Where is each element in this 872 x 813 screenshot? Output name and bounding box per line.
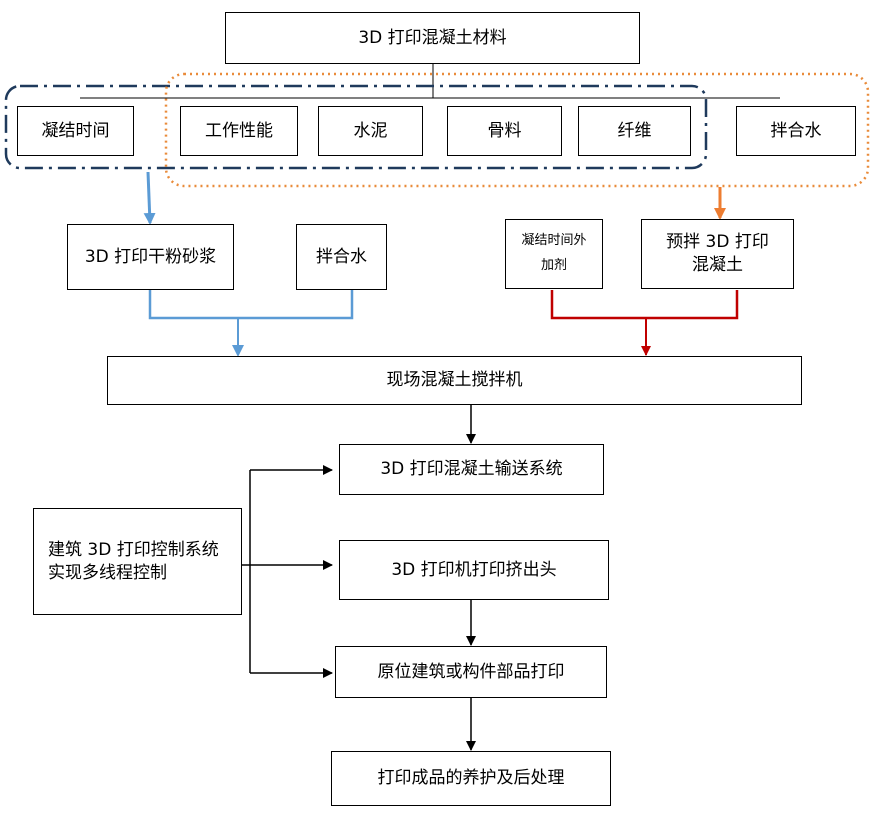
conveying-system-label: 3D 打印混凝土输送系统 [380, 459, 563, 480]
dry-mortar-label: 3D 打印干粉砂浆 [84, 246, 217, 267]
aggregate-label: 骨料 [487, 120, 522, 141]
conveying-system-box: 3D 打印混凝土输送系统 [339, 444, 604, 495]
setting-time-box: 凝结时间 [17, 106, 134, 156]
insitu-printing-box: 原位建筑或构件部品打印 [335, 646, 607, 698]
workability-label: 工作性能 [205, 120, 273, 141]
premix-concrete-box: 预拌 3D 打印混凝土 [641, 219, 794, 289]
extruder-head-box: 3D 打印机打印挤出头 [339, 540, 609, 600]
curing-postprocess-label: 打印成品的养护及后处理 [377, 768, 565, 789]
dry-mortar-box: 3D 打印干粉砂浆 [67, 224, 234, 290]
insitu-printing-label: 原位建筑或构件部品打印 [377, 661, 565, 682]
mixing-water-top-box: 拌合水 [736, 106, 856, 156]
orange-dotted-group-frame [164, 72, 870, 188]
curing-postprocess-box: 打印成品的养护及后处理 [331, 751, 611, 806]
onsite-mixer-label: 现场混凝土搅拌机 [386, 370, 523, 391]
navy-dashdot-group-frame [4, 84, 708, 170]
extruder-head-label: 3D 打印机打印挤出头 [391, 559, 557, 580]
mixing-water-mid-label: 拌合水 [316, 246, 367, 267]
onsite-mixer-box: 现场混凝土搅拌机 [107, 356, 802, 405]
fiber-box: 纤维 [578, 106, 691, 156]
premix-concrete-label: 预拌 3D 打印混凝土 [666, 232, 769, 275]
admixture-box: 凝结时间外加剂 [505, 219, 603, 289]
workability-box: 工作性能 [180, 106, 298, 156]
setting-time-label: 凝结时间 [41, 120, 110, 141]
mixing-water-mid-box: 拌合水 [296, 224, 387, 290]
root-material-box: 3D 打印混凝土材料 [225, 12, 640, 64]
blue-arrow-to-dry-mortar [143, 171, 156, 225]
admixture-label: 凝结时间外加剂 [521, 233, 587, 273]
root-material-label: 3D 打印混凝土材料 [358, 27, 507, 48]
blue-merge-line [148, 290, 354, 320]
cement-box: 水泥 [318, 106, 423, 156]
control-system-box: 建筑 3D 打印控制系统实现多线程控制 [33, 508, 242, 615]
mixing-water-top-label: 拌合水 [770, 120, 822, 141]
red-merge-line [550, 290, 739, 320]
cement-label: 水泥 [353, 120, 388, 141]
fiber-label: 纤维 [617, 120, 652, 141]
control-system-label: 建筑 3D 打印控制系统实现多线程控制 [48, 539, 219, 583]
aggregate-box: 骨料 [447, 106, 562, 156]
